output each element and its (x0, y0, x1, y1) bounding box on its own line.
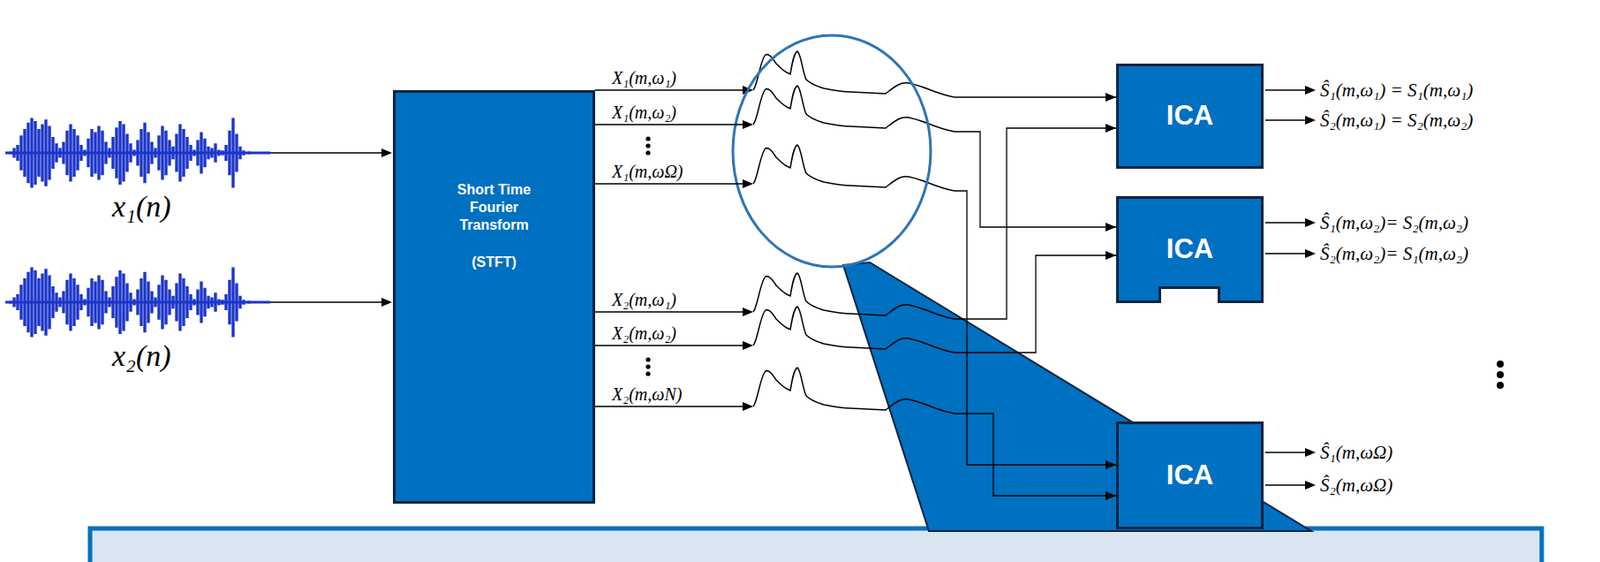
output-label: Ŝ₂(m,ωΩ) (1320, 474, 1393, 496)
highlight-circle (732, 35, 931, 267)
output-label: Ŝ₂(m,ω₂)= S₁(m,ω₂) (1320, 242, 1469, 265)
ica-box: ICA (1116, 63, 1264, 169)
waveform (5, 266, 271, 337)
box-label: (STFT) (471, 253, 517, 272)
output-label: Ŝ₁(m,ωΩ) (1320, 441, 1393, 463)
ellipsis-dot (645, 150, 650, 155)
spectrum-curve (753, 51, 955, 98)
signal-name: x₁(n) (112, 190, 172, 223)
arrow-head (1305, 249, 1316, 258)
output-arrow (1265, 89, 1309, 91)
signal-label: X₂(m,ω₁) (610, 289, 679, 310)
ellipsis-dot (645, 143, 650, 148)
signal-connector (595, 255, 1117, 353)
arrow-head (1305, 85, 1316, 95)
output-label: Ŝ₁(m,ω₂)= S₂(m,ω₂) (1320, 211, 1469, 234)
spectrum-curve (753, 306, 955, 353)
output-arrow (1265, 119, 1309, 121)
input-arrow (270, 151, 384, 153)
callout-box (90, 528, 1542, 562)
signal-label: X₁(m,ωΩ) (610, 161, 686, 182)
output-label: Ŝ₂(m,ω₁) = S₂(m,ω₂) (1320, 109, 1473, 131)
box-label: ICA (1166, 460, 1214, 491)
arrow-head (1305, 218, 1316, 227)
arrow-head (1305, 447, 1316, 457)
box-label: Short Time Fourier Transform (441, 181, 548, 234)
transform-box: Short Time Fourier Transform (STFT) (392, 90, 596, 504)
ellipsis-dot (1496, 360, 1504, 368)
box-label: ICA (1166, 100, 1214, 131)
signal-connector (595, 128, 1117, 319)
signal-connector (595, 90, 1117, 98)
output-arrow (1265, 483, 1309, 485)
arrow-head (381, 297, 393, 307)
ica-box: ICA (1116, 421, 1264, 529)
arrow-head (1305, 480, 1316, 490)
arrow-head (381, 148, 393, 158)
callout-wedge (843, 262, 1312, 531)
signal-label: X₁(m,ω₂) (610, 102, 679, 122)
ica-box: ICA (1116, 196, 1264, 303)
waveform (5, 117, 271, 188)
signal-connector (595, 406, 1117, 496)
spectrum-curve (753, 367, 955, 414)
ellipsis-dot (645, 363, 650, 369)
spectrum-curve (753, 272, 955, 319)
signal-connector (595, 124, 1117, 227)
signal-name: x₂(n) (112, 339, 172, 372)
signal-label: X₂(m,ωN) (610, 384, 684, 404)
signal-label: X₂(m,ω₂) (610, 323, 679, 343)
ellipsis-dot (1496, 370, 1504, 378)
output-arrow (1265, 221, 1309, 223)
ellipsis-dot (645, 370, 650, 376)
output-label: Ŝ₁(m,ω₁) = S₁(m,ω₁) (1320, 79, 1473, 101)
box-label: ICA (1166, 233, 1214, 265)
output-arrow (1265, 451, 1309, 453)
input-arrow (270, 301, 384, 302)
ellipsis-dot (645, 135, 650, 141)
ellipsis-dot (645, 356, 650, 362)
signal-connector (595, 183, 1117, 465)
arrow-head (1305, 115, 1316, 125)
ellipsis-dot (1496, 381, 1504, 389)
signal-label: X₁(m,ω₁) (610, 67, 679, 88)
output-arrow (1265, 252, 1309, 254)
box-notch (1158, 286, 1221, 303)
spectrum-curve (753, 144, 955, 191)
